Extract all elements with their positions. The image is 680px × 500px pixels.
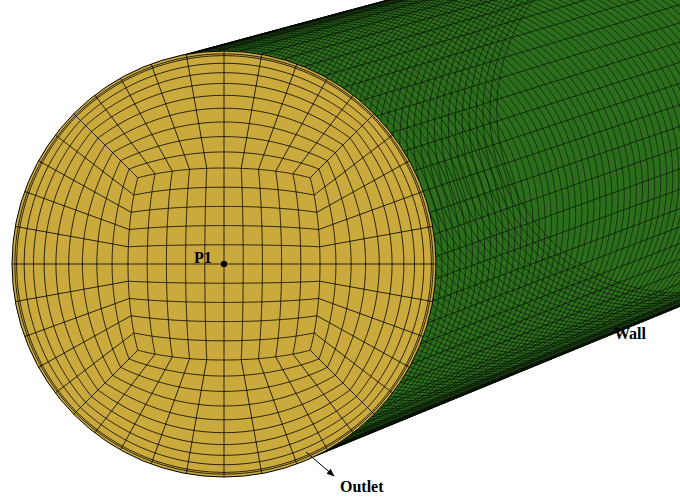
outlet-mesh-line xyxy=(15,54,433,474)
outlet-mesh-line xyxy=(129,298,318,302)
wall-mesh-line xyxy=(434,85,680,235)
outlet-mesh-line xyxy=(82,122,365,406)
wall-mesh-ring xyxy=(400,0,680,330)
outlet-mesh-line xyxy=(138,350,310,360)
wall-mesh-line xyxy=(377,0,680,116)
outlet-mesh-line xyxy=(310,350,374,414)
outlet-mesh-line xyxy=(314,135,393,195)
outlet-mesh-line xyxy=(293,174,301,354)
leader-line xyxy=(306,452,334,476)
outlet-mesh-line xyxy=(44,83,404,444)
wall-mesh-line xyxy=(435,123,680,279)
wall-mesh-line xyxy=(391,0,680,133)
wall-mesh-ring xyxy=(483,0,680,298)
wall-mesh-line xyxy=(173,0,635,57)
outlet-mesh-line xyxy=(293,354,353,433)
wall-mesh-ring xyxy=(497,0,680,293)
probe-point xyxy=(221,261,227,267)
outlet-fill xyxy=(12,51,436,477)
wall-mesh-line xyxy=(282,0,680,59)
wall-mesh-line xyxy=(194,0,653,53)
outlet-mesh-line xyxy=(131,316,317,322)
outlet-mesh-line xyxy=(258,169,262,358)
wall-mesh-line xyxy=(217,0,673,51)
wall-mesh-line xyxy=(303,0,680,67)
wall-mesh-line xyxy=(433,142,680,301)
outlet-mesh-line xyxy=(241,168,243,359)
wall-mesh-line xyxy=(400,212,680,383)
outlet-mesh-line xyxy=(69,108,380,420)
outlet-mesh-line xyxy=(56,95,392,432)
outlet-mesh-line xyxy=(310,178,320,350)
wall-mesh-ring xyxy=(414,0,680,325)
wall-mesh-line xyxy=(421,179,680,344)
outlet-mesh-line xyxy=(17,56,432,473)
outlet-mesh-line xyxy=(310,114,374,178)
outlet-mesh-line xyxy=(128,281,319,283)
outlet-mesh-line xyxy=(134,333,314,341)
wall-mesh-line xyxy=(423,47,680,191)
wall-mesh-line xyxy=(324,0,680,76)
point-label: P1 xyxy=(194,250,212,266)
wall-mesh-ring xyxy=(393,0,680,333)
wall-mesh-line xyxy=(430,66,680,213)
wall-mesh-ring xyxy=(407,0,680,327)
wall-mesh-ring xyxy=(448,0,680,312)
wall-mesh-ring xyxy=(462,0,680,306)
outlet-mesh-line xyxy=(112,152,336,376)
outlet-mesh-line xyxy=(314,333,393,393)
outlet-mesh-line xyxy=(224,51,225,168)
wall-mesh-ring xyxy=(490,0,680,296)
wall-mesh-ring xyxy=(476,0,680,301)
boundary-label: Wall xyxy=(614,326,646,342)
outlet-mesh-line xyxy=(97,137,351,392)
outlet-mesh-line xyxy=(293,95,353,174)
outlet-mesh-line xyxy=(74,114,138,178)
outlet-mesh-line xyxy=(24,63,424,464)
outlet-mesh-line xyxy=(320,264,436,265)
wall-mesh-line xyxy=(360,0,680,101)
wall-mesh-line xyxy=(404,13,680,151)
boundary-label: Outlet xyxy=(340,479,384,495)
outlet-mesh-line xyxy=(74,350,138,414)
outlet-mesh-line xyxy=(95,95,155,174)
outlet-mesh-line xyxy=(55,333,134,393)
outlet-mesh-line xyxy=(276,171,282,357)
wall-mesh-line xyxy=(261,0,680,54)
wall-mesh-line xyxy=(411,196,680,364)
outlet-mesh-line xyxy=(95,354,155,433)
outlet-mesh-line xyxy=(33,73,414,456)
outlet-face xyxy=(12,51,436,477)
wall-mesh-ring xyxy=(469,0,680,304)
outlet-mesh-line xyxy=(224,360,225,477)
outlet-mesh-line xyxy=(55,135,134,195)
outlet-mesh-line xyxy=(12,264,128,265)
